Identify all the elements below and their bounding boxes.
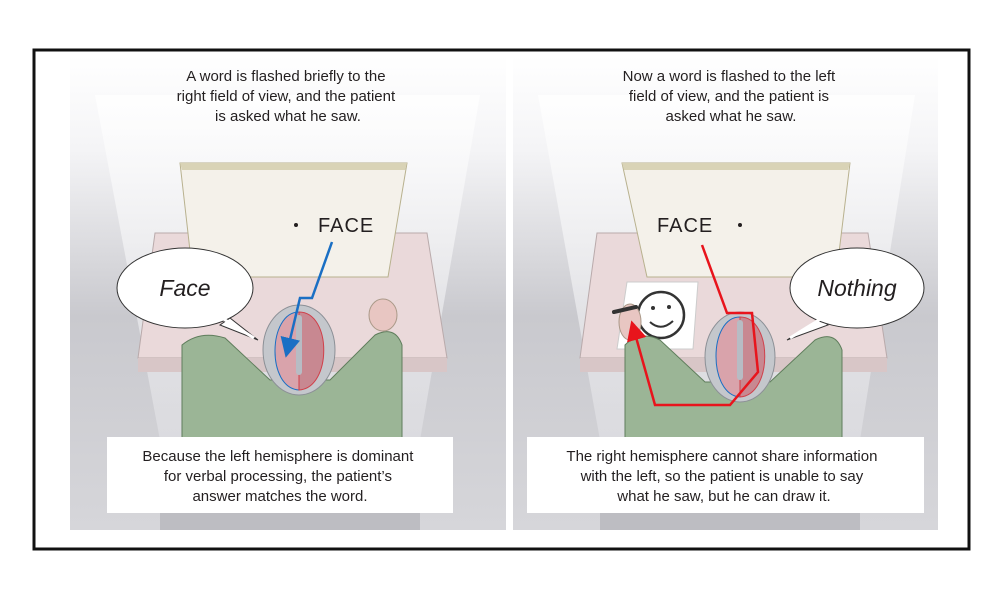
bottom-caption: The right hemisphere cannot share inform… — [566, 448, 881, 505]
bottom-caption: Because the left hemisphere is dominant … — [142, 448, 417, 505]
visual-pathway-arrow — [280, 241, 334, 358]
bottom-caption-box — [107, 437, 453, 513]
screen-word: FACE — [657, 215, 713, 237]
screen-word: FACE — [318, 215, 374, 237]
brain-top-view — [262, 304, 336, 396]
pen-icon — [612, 305, 638, 314]
top-caption: A word is flashed briefly to the right f… — [177, 68, 400, 125]
speech-bubble: Nothing — [786, 247, 925, 341]
visual-pathway-arrow — [627, 244, 760, 407]
speech-bubble: Face — [116, 247, 259, 341]
panel-right: FACE Nothing Now a word is flashed — [513, 55, 938, 530]
speech-text: Nothing — [817, 275, 896, 301]
fixation-dot — [738, 223, 742, 227]
speech-text: Face — [159, 275, 210, 301]
brain-top-view — [704, 311, 776, 403]
fixation-dot — [294, 223, 298, 227]
screen — [179, 162, 408, 278]
top-caption: Now a word is flashed to the left field … — [623, 68, 840, 125]
panel-left: FACE Face A word is flashed briefly to t… — [70, 55, 506, 530]
bottom-caption-box — [527, 437, 924, 513]
